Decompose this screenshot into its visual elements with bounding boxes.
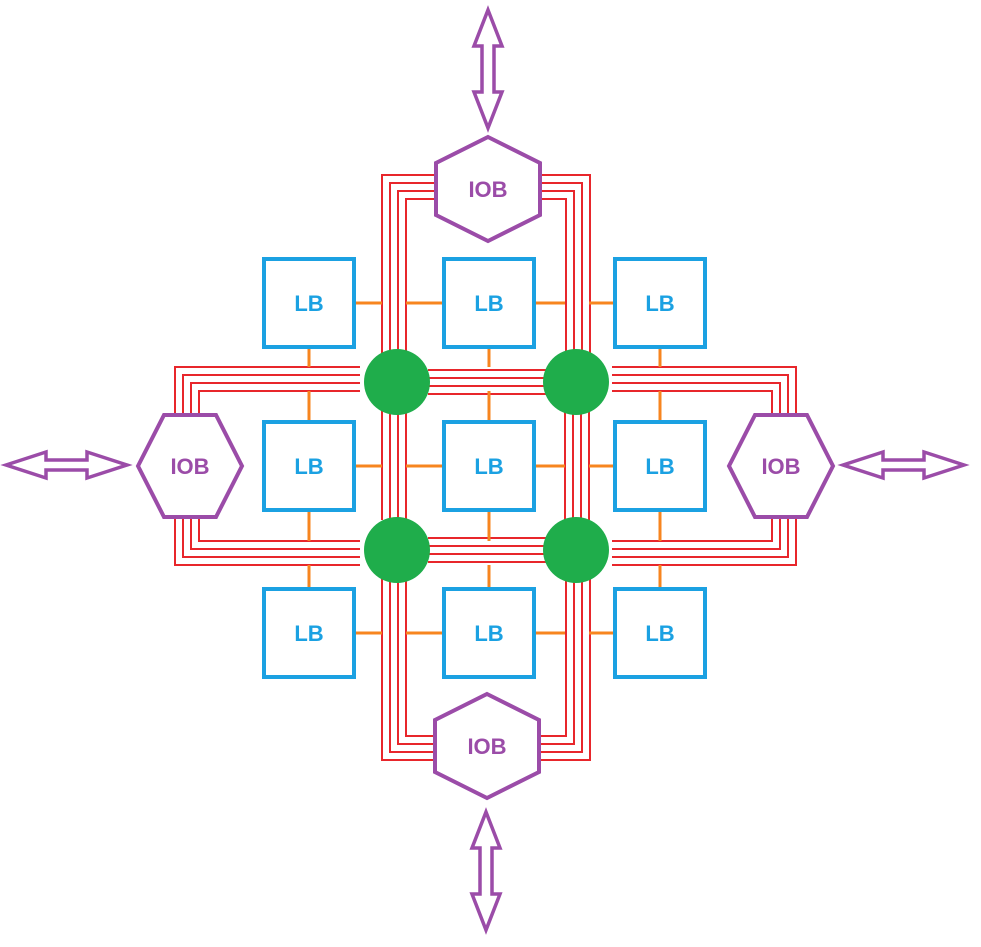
logic-block-label: LB bbox=[645, 454, 674, 479]
io-block-top: IOB bbox=[434, 134, 542, 244]
io-block-right: IOB bbox=[726, 413, 836, 519]
io-block-left: IOB bbox=[135, 413, 245, 519]
io-block-frame bbox=[434, 134, 542, 244]
double-arrow-icon bbox=[0, 449, 133, 481]
io-block-label: IOB bbox=[468, 177, 507, 202]
io-block-label: IOB bbox=[467, 734, 506, 759]
io-block-frame bbox=[726, 413, 836, 519]
logic-block-label: LB bbox=[294, 454, 323, 479]
logic-block-frame bbox=[442, 587, 536, 679]
logic-block-label: LB bbox=[474, 454, 503, 479]
switch-box bbox=[543, 349, 609, 415]
logic-block-frame bbox=[442, 420, 536, 512]
io-block-label: IOB bbox=[170, 454, 209, 479]
logic-block: LB bbox=[442, 587, 536, 679]
logic-block: LB bbox=[262, 587, 356, 679]
logic-block-label: LB bbox=[294, 621, 323, 646]
logic-blocks: LB LB LB LB LB LB LB LB LB bbox=[262, 257, 707, 679]
logic-block-label: LB bbox=[474, 621, 503, 646]
switch-boxes bbox=[364, 349, 609, 583]
double-arrow-icon bbox=[469, 807, 503, 935]
logic-block-label: LB bbox=[474, 291, 503, 316]
logic-block: LB bbox=[442, 257, 536, 349]
logic-block-frame bbox=[613, 257, 707, 349]
double-arrow-icon bbox=[837, 449, 970, 481]
logic-block-frame bbox=[262, 257, 356, 349]
logic-block: LB bbox=[613, 257, 707, 349]
io-block-label: IOB bbox=[761, 454, 800, 479]
connection-links bbox=[307, 301, 662, 635]
logic-block: LB bbox=[262, 420, 356, 512]
io-block-frame bbox=[433, 691, 541, 801]
logic-block-frame bbox=[262, 587, 356, 679]
switch-box bbox=[364, 517, 430, 583]
double-arrow-icon bbox=[471, 5, 505, 133]
io-arrows bbox=[0, 5, 970, 935]
io-block-bottom: IOB bbox=[433, 691, 541, 801]
logic-block: LB bbox=[262, 257, 356, 349]
logic-block-frame bbox=[442, 257, 536, 349]
logic-block-frame bbox=[613, 420, 707, 512]
logic-block-label: LB bbox=[645, 621, 674, 646]
logic-block-label: LB bbox=[645, 291, 674, 316]
logic-block-frame bbox=[262, 420, 356, 512]
logic-block: LB bbox=[613, 587, 707, 679]
logic-block-frame bbox=[613, 587, 707, 679]
io-blocks: IOB IOB IOB IOB bbox=[135, 134, 836, 801]
logic-block: LB bbox=[613, 420, 707, 512]
logic-block-label: LB bbox=[294, 291, 323, 316]
switch-box bbox=[543, 517, 609, 583]
switch-box bbox=[364, 349, 430, 415]
io-block-frame bbox=[135, 413, 245, 519]
logic-block: LB bbox=[442, 420, 536, 512]
